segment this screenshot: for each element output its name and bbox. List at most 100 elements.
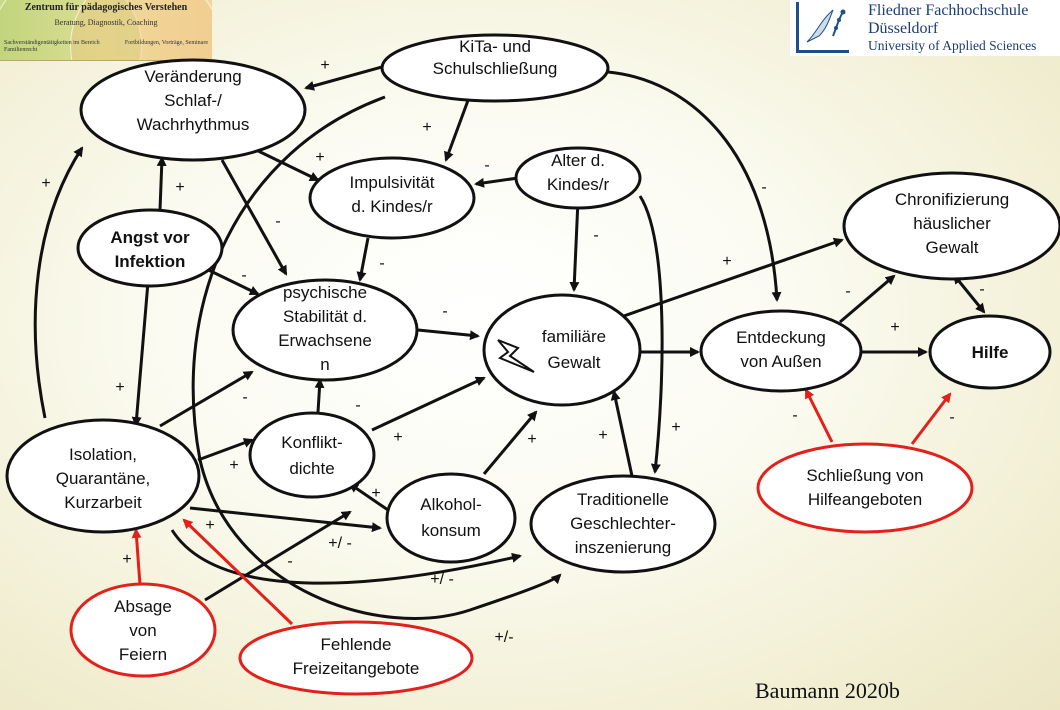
logo-line-1: Fliedner Fachhochschule xyxy=(868,2,1029,19)
sign-isol-trad: +/ - xyxy=(430,571,454,588)
node-absage-line-2: von xyxy=(129,621,156,640)
node-chron-shape xyxy=(842,171,1060,281)
sign-gewalt-chron: + xyxy=(722,253,731,270)
node-impuls-line-1: Impulsivität xyxy=(349,173,434,192)
node-gewalt-line-1: familiäre xyxy=(542,327,606,346)
edge-impuls-psych xyxy=(356,237,370,282)
node-alkohol-shape xyxy=(385,472,517,564)
node-angst-shape xyxy=(76,208,224,288)
edge-isol-psych xyxy=(159,370,254,428)
node-isol-line-2: Quarantäne, xyxy=(56,469,151,488)
node-psych-line-1: psychische xyxy=(283,283,367,302)
node-freizeit-shape xyxy=(238,620,474,696)
node-isol: Isolation,Quarantäne,Kurzarbeit xyxy=(5,418,201,534)
sign-chron-hilfe: - xyxy=(979,281,984,298)
edge-alter-trad xyxy=(638,195,664,474)
edge-isol-trad xyxy=(170,529,522,585)
edge-schliess-entdeck xyxy=(804,388,834,443)
sign-impuls-psych: - xyxy=(379,255,384,272)
node-schlaf-line-2: Schlaf-/ xyxy=(164,91,222,110)
edge-angst-isol xyxy=(131,281,150,427)
edge-absage-alkohol xyxy=(204,510,352,602)
edge-alter-gewalt xyxy=(569,199,580,292)
sign-absage-isol: + xyxy=(122,551,131,568)
node-psych-line-3: Erwachsene xyxy=(278,331,372,350)
logo-right-note: Fortbildungen, Vorträge, Seminare xyxy=(124,40,208,46)
lightning-icon xyxy=(497,339,535,373)
logo-circle-right xyxy=(70,0,212,60)
node-gewalt-line-2: Gewalt xyxy=(548,353,601,372)
node-alter-line-1: Alter d. xyxy=(551,151,605,170)
sign-isol-konflikt: + xyxy=(229,457,238,474)
sign-alkohol-konflikt: + xyxy=(371,485,380,502)
node-alkohol-line-1: Alkohol- xyxy=(420,495,481,514)
sign-schliess-hilfe: - xyxy=(949,409,954,426)
edge-schlaf-psych xyxy=(220,159,288,276)
edge-alkohol-gewalt xyxy=(482,410,538,475)
node-chron-line-2: häuslicher xyxy=(913,214,991,233)
fliedner-logo: Fliedner Fachhochschule Düsseldorf Unive… xyxy=(790,0,1060,56)
node-schliess-line-2: Hilfeangeboten xyxy=(808,490,922,509)
node-schliess-shape xyxy=(756,442,974,534)
sign-kita-schlaf: + xyxy=(320,57,329,74)
sign-alter-impuls: - xyxy=(484,157,489,174)
sign-isol-schlaf: + xyxy=(41,175,50,192)
sign-absage-alkohol: - xyxy=(287,553,292,570)
node-schlaf-line-1: Veränderung xyxy=(144,67,241,86)
node-entdeck-shape xyxy=(699,309,863,393)
edge-freizeit-isol xyxy=(182,518,294,626)
node-alter-line-2: Kindes/r xyxy=(547,175,610,194)
sign-freizeit-isol: + xyxy=(205,517,214,534)
node-impuls-shape xyxy=(308,156,476,240)
edge-trad-gewalt xyxy=(610,390,634,477)
node-kita-line-1: KiTa- und xyxy=(459,37,531,56)
sign-schlaf-impuls: + xyxy=(315,149,324,166)
dove-icon xyxy=(796,2,849,53)
node-kita-shape xyxy=(380,33,610,103)
sign-schlaf-psych: - xyxy=(275,213,280,230)
node-gewalt-shape xyxy=(482,293,642,407)
node-angst-line-1: Angst vor xyxy=(110,228,190,247)
logo-subtitle: Beratung, Diagnostik, Coaching xyxy=(54,18,158,27)
edge-chron-hilfe xyxy=(952,273,986,314)
node-alkohol-line-2: konsum xyxy=(421,521,481,540)
node-konflikt-line-2: dichte xyxy=(289,459,334,478)
edge-gewalt-chron xyxy=(617,237,844,320)
node-hilfe-line-1: Hilfe xyxy=(972,343,1009,362)
sign-angst-schlaf: + xyxy=(175,179,184,196)
sign-alter-trad: + xyxy=(671,419,680,436)
node-alter: Alter d. Kindes/r xyxy=(514,146,642,210)
node-psych-line-2: Stabilität d. xyxy=(283,307,367,326)
edge-kita-schlaf xyxy=(304,65,383,91)
edge-schliess-hilfe xyxy=(910,392,952,445)
node-chron-line-3: Gewalt xyxy=(926,238,979,257)
signs: ++---++-++----++-++++/ -+/ -+/-++--+--+-… xyxy=(41,57,984,646)
node-freizeit-line-2: Freizeitangebote xyxy=(293,659,420,678)
edge-schlaf-impuls xyxy=(251,146,320,182)
node-alkohol: Alkohol-konsum xyxy=(385,472,517,564)
sign-angst-isol: + xyxy=(115,379,124,396)
sign-konflikt-gewalt: + xyxy=(393,429,402,446)
node-chron-line-1: Chronifizierung xyxy=(895,190,1009,209)
sign-schliess-entdeck: - xyxy=(792,407,797,424)
node-hilfe-shape xyxy=(928,314,1052,390)
node-entdeck-line-2: von Außen xyxy=(740,352,821,371)
node-schlaf-shape xyxy=(79,58,307,162)
node-isol-shape xyxy=(5,418,201,534)
node-trad-shape xyxy=(529,474,717,574)
sign-psych-gewalt: - xyxy=(442,303,447,320)
logo-line-3: University of Applied Sciences xyxy=(868,38,1037,53)
logo-line-2: Düsseldorf xyxy=(868,20,939,37)
sign-kita-entdeck: - xyxy=(761,179,766,196)
node-trad-line-2: Geschlechter- xyxy=(570,514,676,533)
sign-alter-gewalt: - xyxy=(593,227,598,244)
node-absage-line-1: Absage xyxy=(114,597,172,616)
node-angst-line-2: Infektion xyxy=(115,252,186,271)
node-trad-line-3: inszenierung xyxy=(575,538,671,557)
sign-entdeck-hilfe: + xyxy=(890,319,899,336)
